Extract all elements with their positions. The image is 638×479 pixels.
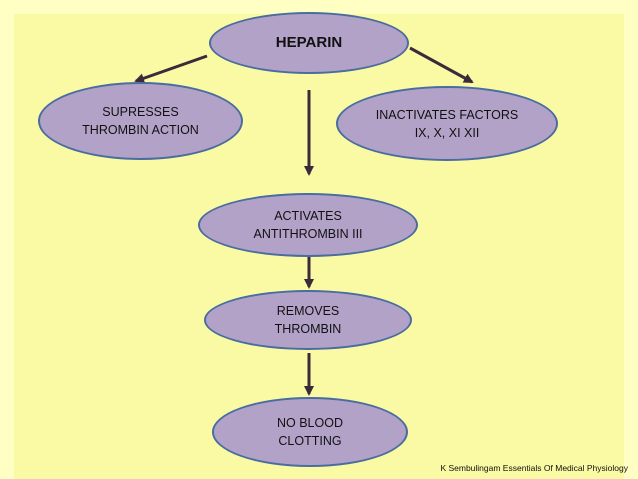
- node-removes-thrombin: REMOVES THROMBIN: [204, 290, 412, 350]
- node-supresses-thrombin-action: SUPRESSES THROMBIN ACTION: [38, 82, 243, 160]
- node-activates-antithrombin: ACTIVATES ANTITHROMBIN III: [198, 193, 418, 257]
- arrow-heparin-to-inactivates: [409, 46, 474, 84]
- node-no-blood-clotting: NO BLOOD CLOTTING: [212, 397, 408, 467]
- arrow-heparin-to-supresses: [134, 54, 208, 84]
- node-inactivates-factors: INACTIVATES FACTORS IX, X, XI XII: [336, 86, 558, 161]
- source-citation: K Sembulingam Essentials Of Medical Phys…: [440, 463, 628, 473]
- node-heparin: HEPARIN: [209, 12, 409, 74]
